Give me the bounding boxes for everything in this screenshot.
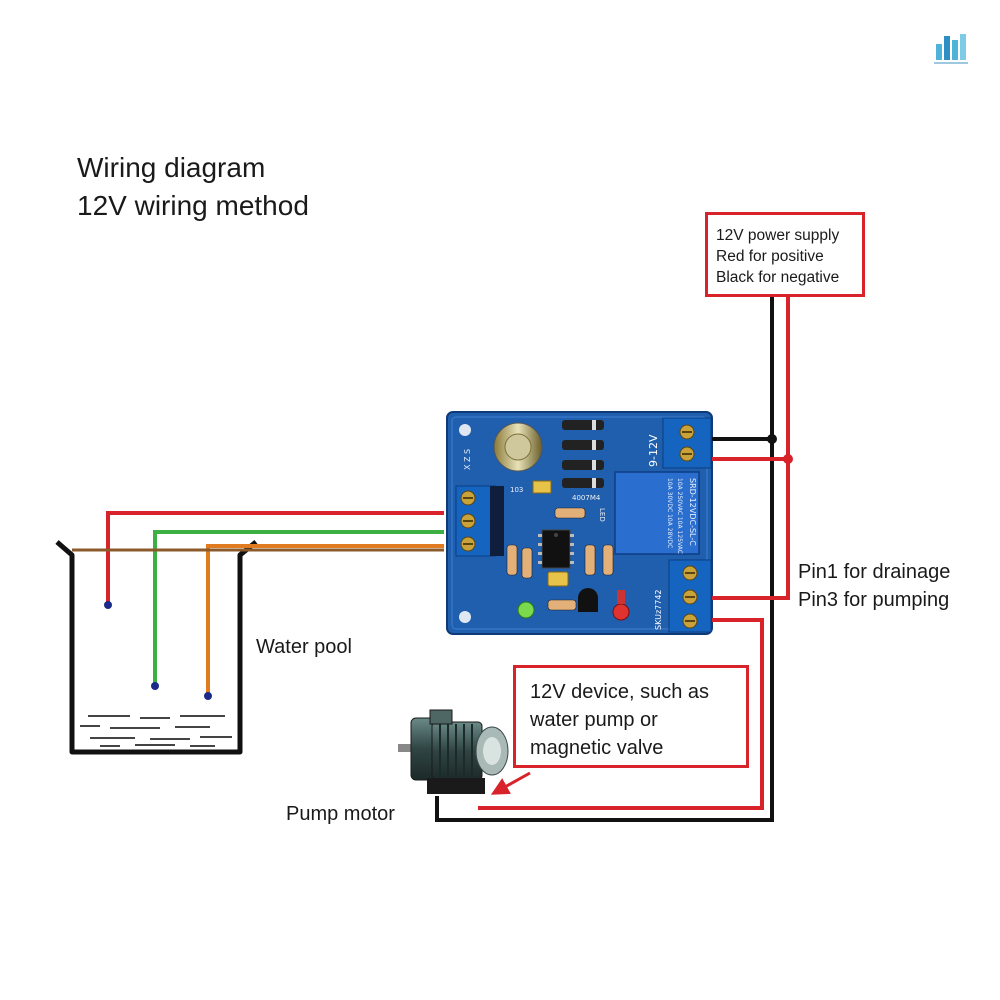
pin1-note: Pin1 for drainage [798, 561, 951, 583]
device-box: 12V device, such as water pump or magnet… [513, 665, 749, 768]
resistor-code: 103 [510, 486, 523, 494]
probe-tip-green [151, 682, 159, 690]
power-terminal-label: 9-12V [647, 434, 660, 467]
device-line-2: water pump or [530, 709, 658, 731]
probe-tip-red [104, 601, 112, 609]
device-arrow [490, 771, 531, 795]
water-pool-label: Water pool [256, 636, 352, 658]
relay-rating-2: 10A 30VDC 10A 28VDC [666, 478, 673, 548]
pump-motor-icon [398, 709, 509, 794]
probe-wire-green [153, 530, 444, 685]
power-supply-line-2: Red for positive [716, 248, 824, 265]
probe-wire-orange [206, 544, 444, 695]
diagram-subtitle: 12V wiring method [77, 190, 309, 221]
device-line-3: magnetic valve [530, 737, 664, 759]
diode-code: 4007M4 [572, 494, 601, 502]
power-supply-box: 12V power supply Red for positive Black … [705, 212, 865, 297]
probe-wires [72, 511, 444, 695]
probe-tip-orange [204, 692, 212, 700]
device-line-1: 12V device, such as [530, 681, 709, 703]
junction-red [783, 454, 793, 464]
building-logo-icon [934, 34, 968, 64]
power-supply-line-1: 12V power supply [716, 227, 840, 244]
pin3-note: Pin3 for pumping [798, 589, 950, 611]
controller-board-icon: X Z S 4007M4 103 [446, 411, 713, 635]
relay-rating: 10A 250VAC 10A 125VAC [676, 478, 683, 554]
power-supply-line-3: Black for negative [716, 269, 840, 286]
junction-black [767, 434, 777, 444]
terminal-code: SKUz7742 [654, 589, 663, 630]
board-mark: X Z S [463, 449, 472, 470]
power-wires [435, 297, 790, 822]
probe-wire-red [106, 511, 444, 604]
wire-red-positive [712, 297, 790, 600]
water-pool-icon [55, 540, 258, 755]
led-label: LED [598, 508, 606, 522]
wire-red-pump [478, 618, 764, 810]
pump-motor-label: Pump motor [286, 803, 395, 825]
diagram-title: Wiring diagram [77, 152, 266, 183]
relay-label: SRD-12VDC-SL-C [688, 478, 697, 546]
wire-black-negative [435, 297, 774, 822]
